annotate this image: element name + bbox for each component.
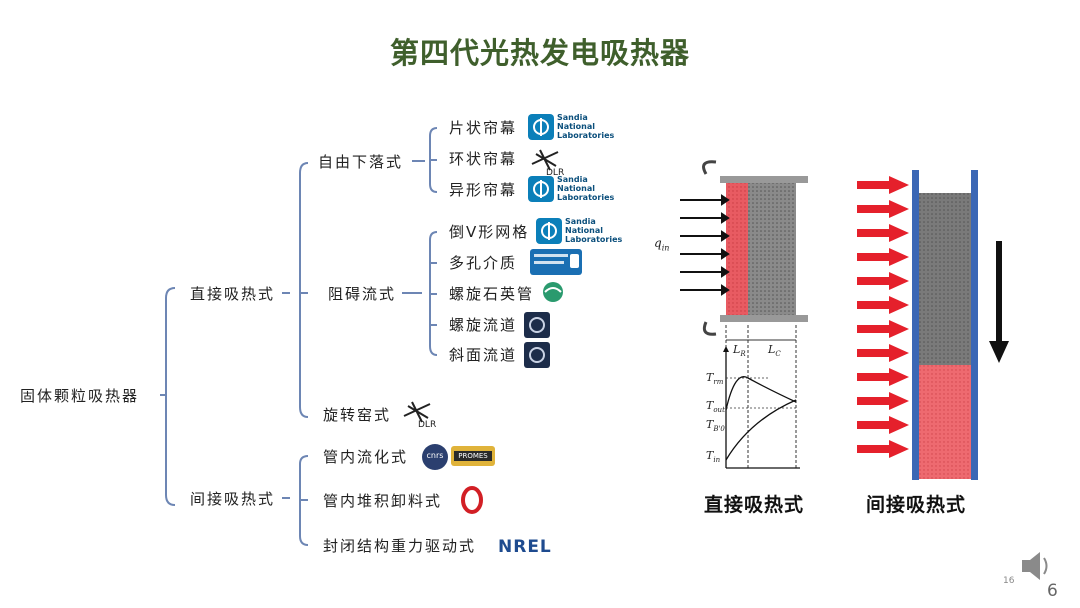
heat-arrow-head [889, 320, 909, 338]
t-out-label: Tout [706, 399, 725, 415]
heat-arrow-head [889, 272, 909, 290]
leaf-inclined-channel: 斜面流道 [449, 346, 518, 364]
t-b0-label: TB'0 [706, 418, 725, 434]
caption-indirect: 间接吸热式 [866, 494, 967, 516]
leaf-ring-curtain: 环状帘幕 [449, 150, 518, 168]
sandia-thunderbird-icon [528, 113, 554, 140]
heat-arrow-shaft [857, 397, 891, 405]
cnrs-logo: cnrs [422, 444, 448, 470]
nrel-logo: NREL [498, 537, 552, 557]
lc-label: LC [768, 343, 781, 359]
heat-arrow-head [889, 416, 909, 434]
heat-arrow-shaft [857, 445, 891, 453]
red-oval-logo-icon [461, 486, 483, 514]
q-in-label: qin [654, 236, 670, 253]
indirect-receiver-schematic [857, 170, 1009, 480]
heat-arrow-shaft [857, 205, 891, 213]
sandia-logo-3: Sandia National Laboratories [536, 217, 622, 244]
leaf-spiral-quartz-tube: 螺旋石英管 [449, 285, 535, 303]
leaf-sheet-curtain: 片状帘幕 [449, 119, 518, 137]
heat-arrow-shaft [857, 373, 891, 381]
root-node: 固体颗粒吸热器 [20, 387, 140, 405]
dlr-wing-icon [403, 401, 431, 423]
heat-arrow-shaft [857, 349, 891, 357]
heat-arrow-shaft [857, 301, 891, 309]
heat-arrow-head [889, 224, 909, 242]
heat-arrow-shaft [857, 325, 891, 333]
direct-receiver-schematic [680, 160, 808, 470]
dlr-logo-2: DLR [400, 398, 436, 432]
heat-arrow-head [889, 200, 909, 218]
caption-direct: 直接吸热式 [704, 494, 805, 516]
indirect-node: 间接吸热式 [190, 490, 276, 508]
obstructed-node: 阻碍流式 [328, 285, 397, 303]
heat-arrow-shaft [857, 229, 891, 237]
heat-arrow-head [889, 368, 909, 386]
ksu-logo [530, 249, 582, 275]
heat-arrow-shaft [857, 421, 891, 429]
slide-title: 第四代光热发电吸热器 [389, 36, 690, 70]
direct-node: 直接吸热式 [190, 285, 276, 303]
t-in-label: Tin [706, 449, 721, 465]
heat-arrow-head [889, 392, 909, 410]
leaf-gravity-driven: 封闭结构重力驱动式 [323, 537, 477, 555]
leaf-inverted-v-grid: 倒V形网格 [449, 223, 530, 241]
free-fall-node: 自由下落式 [318, 153, 404, 171]
t-rm-label: Trm [706, 371, 724, 387]
leaf-packed-discharge: 管内堆积卸料式 [323, 492, 443, 510]
green-globe-icon [543, 282, 563, 302]
heat-arrow-head [889, 344, 909, 362]
page-number: 6 [1047, 581, 1058, 601]
university-crest-icon-2 [524, 342, 550, 368]
sandia-logo-2: Sandia National Laboratories [528, 175, 614, 202]
heat-arrow-shaft [857, 277, 891, 285]
rotary-node: 旋转窑式 [323, 406, 392, 424]
lr-label: LR [733, 343, 746, 359]
heat-arrow-head [889, 176, 909, 194]
sandia-logo: Sandia National Laboratories [528, 113, 614, 140]
leaf-shaped-curtain: 异形帘幕 [449, 181, 518, 199]
dlr-logo: DLR [528, 146, 564, 180]
leaf-spiral-channel: 螺旋流道 [449, 316, 518, 334]
promes-logo: PROMES [451, 446, 495, 466]
leaf-fluidized-tube: 管内流化式 [323, 448, 409, 466]
university-crest-icon [524, 312, 550, 338]
page-number-small: 16 [1003, 576, 1015, 586]
heat-arrow-head [889, 248, 909, 266]
sandia-thunderbird-icon [528, 175, 554, 202]
speaker-icon[interactable] [1018, 548, 1052, 584]
heat-arrow-shaft [857, 253, 891, 261]
heat-arrow-shaft [857, 181, 891, 189]
heat-arrow-head [889, 296, 909, 314]
heat-arrow-head [889, 440, 909, 458]
leaf-porous-media: 多孔介质 [449, 254, 518, 272]
sandia-thunderbird-icon [536, 217, 562, 244]
dlr-wing-icon [531, 149, 559, 171]
